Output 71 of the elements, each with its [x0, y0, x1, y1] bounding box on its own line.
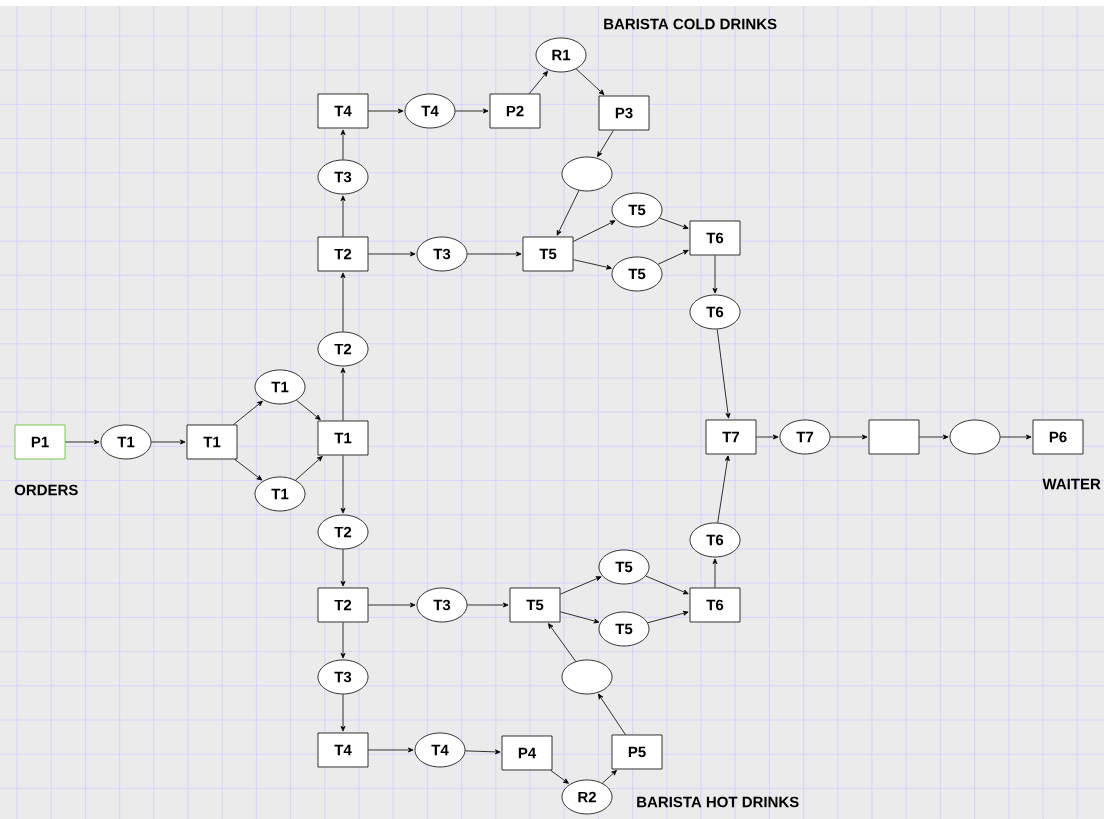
- arrow: [597, 130, 614, 158]
- arrow: [65, 439, 100, 445]
- arrow: [295, 456, 323, 481]
- place-box: [868, 419, 920, 455]
- arrow: [573, 220, 616, 242]
- arrow: [560, 611, 600, 624]
- place-box: T2: [317, 236, 369, 272]
- arrow: [233, 400, 263, 425]
- arrow: [368, 108, 404, 114]
- arrow: [717, 455, 730, 524]
- arrow: [467, 251, 522, 257]
- arrow: [548, 623, 577, 662]
- arrow: [645, 575, 689, 595]
- place-box: T2: [317, 587, 369, 623]
- arrow: [712, 558, 718, 588]
- arrow: [659, 217, 689, 230]
- transition-ellipse: [561, 156, 613, 192]
- place-box: T5: [509, 587, 561, 623]
- place-box: P5: [611, 734, 663, 770]
- arrow: [151, 439, 186, 445]
- arrow: [575, 68, 605, 95]
- place-box: T4: [317, 93, 369, 129]
- place-box: T6: [689, 220, 741, 256]
- arrow: [464, 749, 501, 755]
- place-box: P4: [501, 735, 553, 771]
- place-box: T5: [522, 236, 574, 272]
- arrow: [647, 610, 689, 624]
- arrow: [340, 272, 346, 332]
- arrow: [712, 255, 718, 294]
- arrow: [560, 576, 602, 595]
- arrow: [602, 770, 617, 784]
- arrow: [296, 399, 321, 421]
- place-box: T1: [186, 424, 238, 460]
- arrow: [528, 70, 548, 94]
- arrow: [455, 108, 489, 114]
- transition-ellipse: [949, 419, 1001, 455]
- arrow: [716, 328, 731, 419]
- arrow: [340, 367, 346, 421]
- arrow: [234, 459, 263, 481]
- place-box: P2: [489, 93, 541, 129]
- arrow: [550, 770, 569, 784]
- place-box: T7: [705, 419, 757, 455]
- transition-ellipse: [561, 659, 613, 695]
- arrow: [573, 259, 612, 270]
- arrow: [598, 693, 626, 735]
- arrow: [919, 434, 949, 440]
- arrow: [340, 694, 346, 732]
- arrow: [340, 455, 346, 514]
- arrow: [368, 747, 414, 753]
- caption-text: BARISTA COLD DRINKS: [604, 18, 777, 30]
- arrow: [756, 434, 779, 440]
- caption-text: ORDERS: [14, 484, 78, 496]
- caption-text: WAITER: [1042, 478, 1101, 490]
- arrow: [556, 190, 580, 236]
- arrow: [340, 549, 346, 587]
- arrow: [340, 129, 346, 160]
- place-box: T4: [317, 732, 369, 768]
- arrow: [340, 195, 346, 237]
- place-box: T1: [317, 420, 369, 456]
- arrow: [1000, 434, 1032, 440]
- place-box: T6: [689, 587, 741, 623]
- caption-text: BARISTA HOT DRINKS: [637, 796, 799, 808]
- arrow: [657, 249, 689, 265]
- place-box: P1: [14, 424, 66, 460]
- place-box: P3: [598, 95, 650, 131]
- arrow: [340, 622, 346, 659]
- place-box: P6: [1032, 419, 1084, 455]
- arrow: [467, 602, 509, 608]
- arrow: [368, 602, 416, 608]
- arrow: [830, 434, 868, 440]
- arrow: [368, 251, 416, 257]
